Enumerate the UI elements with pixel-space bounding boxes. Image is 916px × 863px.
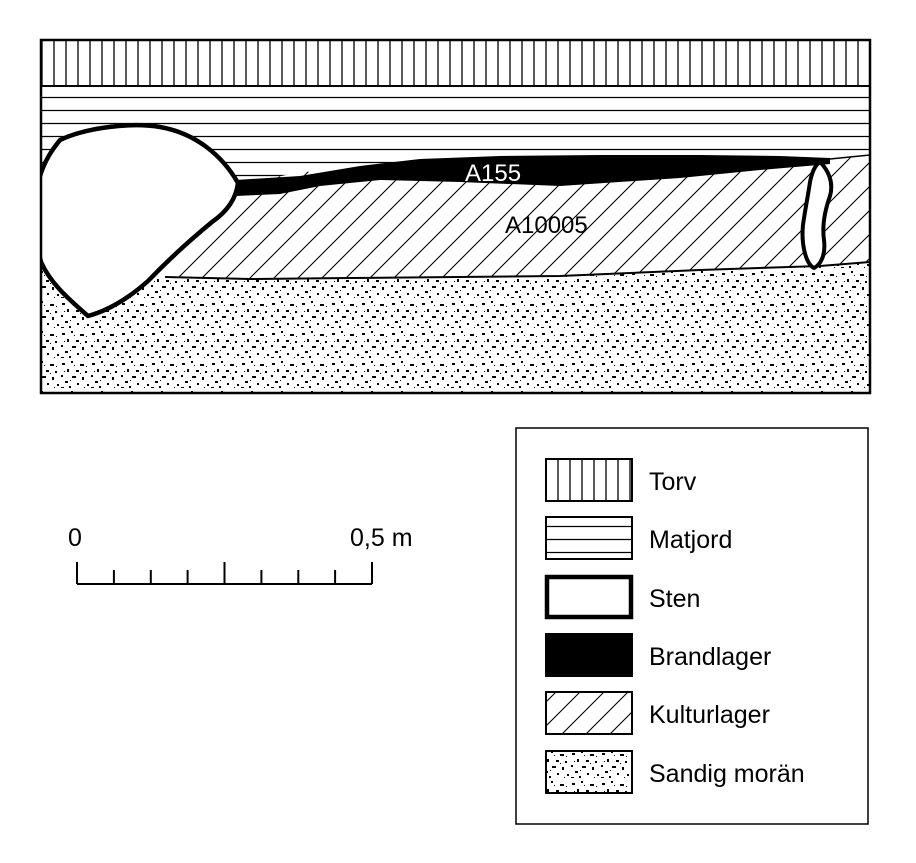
moraine-boundary — [164, 261, 870, 281]
small-stone — [800, 160, 834, 270]
scale-end-label: 0,5 m — [350, 524, 413, 552]
legend-swatch-kulturlager — [545, 691, 633, 735]
legend-label: Brandlager — [649, 643, 771, 671]
sandig-moran-layer — [41, 262, 870, 393]
legend-swatch-sten — [544, 574, 634, 620]
section-frame — [39, 38, 872, 395]
legend-swatch-brandlager — [545, 633, 633, 677]
legend-label: Sandig morän — [649, 760, 805, 788]
legend-swatch-sandig-moran — [545, 750, 633, 794]
legend-label: Kulturlager — [649, 701, 770, 729]
kulturlager-layer — [165, 155, 870, 279]
torv-layer — [41, 40, 870, 86]
legend-swatch-torv — [545, 458, 633, 502]
scale-bar: 0 0,5 m — [68, 524, 413, 585]
legend-label: Matjord — [649, 526, 732, 554]
legend-item: Torv — [545, 458, 697, 502]
legend-label: Sten — [649, 585, 700, 613]
label-kulturlager: A10005 — [505, 212, 588, 239]
brandlager-layer — [235, 155, 830, 196]
legend-item: Brandlager — [545, 633, 771, 677]
large-stone — [41, 123, 241, 319]
label-brandlager: A155 — [465, 160, 521, 187]
section-profile — [41, 40, 870, 393]
scale-start-label: 0 — [68, 524, 82, 552]
legend-label: Torv — [649, 468, 697, 496]
legend-item: Sandig morän — [545, 750, 805, 794]
legend-item: Matjord — [545, 516, 732, 560]
legend-item: Kulturlager — [545, 691, 770, 735]
legend-swatch-matjord — [545, 516, 633, 560]
legend-item: Sten — [544, 574, 700, 620]
legend: Torv Matjord Sten Brandlager Kulturlager… — [515, 427, 869, 825]
